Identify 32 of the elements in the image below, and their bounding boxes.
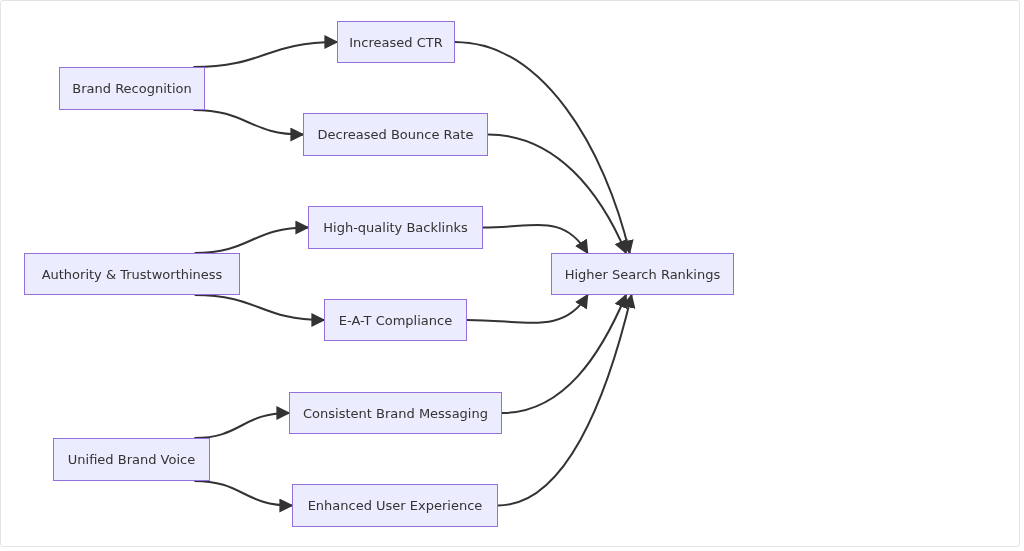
node-label: Higher Search Rankings	[564, 266, 721, 282]
arrow	[193, 480, 294, 512]
arrow	[193, 221, 310, 254]
node-label: Consistent Brand Messaging	[303, 405, 488, 421]
node-label: Decreased Bounce Rate	[317, 127, 474, 142]
process-box	[289, 392, 502, 434]
arrow	[193, 406, 291, 439]
node-label: Authority & Trustworthiness	[41, 266, 223, 282]
process-box	[308, 206, 483, 249]
node-label: High-quality Backlinks	[323, 220, 468, 235]
arrow	[501, 293, 628, 414]
arrow	[482, 223, 589, 255]
arrow	[454, 41, 634, 255]
process-box	[59, 67, 205, 110]
node-label: Unified Brand Voice	[67, 452, 196, 467]
node-label: E-A-T Compliance	[338, 312, 453, 328]
arrow	[193, 294, 326, 327]
arrow	[466, 293, 589, 324]
arrow	[192, 109, 305, 141]
arrow	[192, 35, 339, 68]
process-box	[24, 253, 240, 295]
arrow	[487, 133, 628, 255]
node-label: Brand Recognition	[72, 81, 192, 96]
node-label: Enhanced User Experience	[307, 498, 483, 513]
process-box	[337, 21, 455, 63]
process-box	[292, 484, 498, 527]
process-box	[303, 113, 488, 156]
process-box	[53, 438, 210, 481]
arrow	[497, 293, 636, 507]
node-label: Increased CTR	[349, 34, 443, 50]
process-box	[324, 299, 467, 341]
process-box	[551, 253, 734, 295]
